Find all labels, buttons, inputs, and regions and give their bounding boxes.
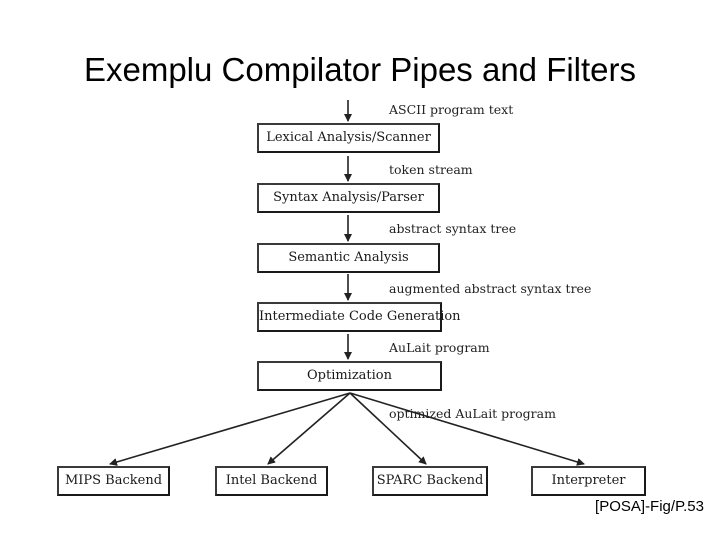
arrow-to-mips [109,392,351,466]
backend-interpreter: Interpreter [531,466,646,496]
label-augmented-ast: augmented abstract syntax tree [389,281,592,296]
label-token-stream: token stream [389,162,473,177]
backend-mips: MIPS Backend [57,466,170,496]
figure-citation: [POSA]-Fig/P.53 [595,498,704,515]
slide-title: Exemplu Compilator Pipes and Filters [83,51,637,88]
backend-intel: Intel Backend [215,466,328,496]
label-aulait-program: AuLait program [389,340,490,355]
stage-lexical-analysis: Lexical Analysis/Scanner [257,123,440,153]
stage-intermediate-code: Intermediate Code Generation [257,302,461,332]
arrow-to-intel [267,392,351,465]
label-optimized-aulait-program: optimized AuLait program [389,406,556,421]
arrow-to-interpreter [349,392,585,466]
stage-semantic-analysis: Semantic Analysis [257,243,440,273]
arrow-to-sparc [349,392,427,465]
backend-sparc: SPARC Backend [372,466,488,496]
label-abstract-syntax-tree: abstract syntax tree [389,221,517,236]
stage-syntax-analysis: Syntax Analysis/Parser [257,183,440,213]
stage-optimization: Optimization [257,361,442,391]
label-ascii-program-text: ASCII program text [389,102,514,117]
